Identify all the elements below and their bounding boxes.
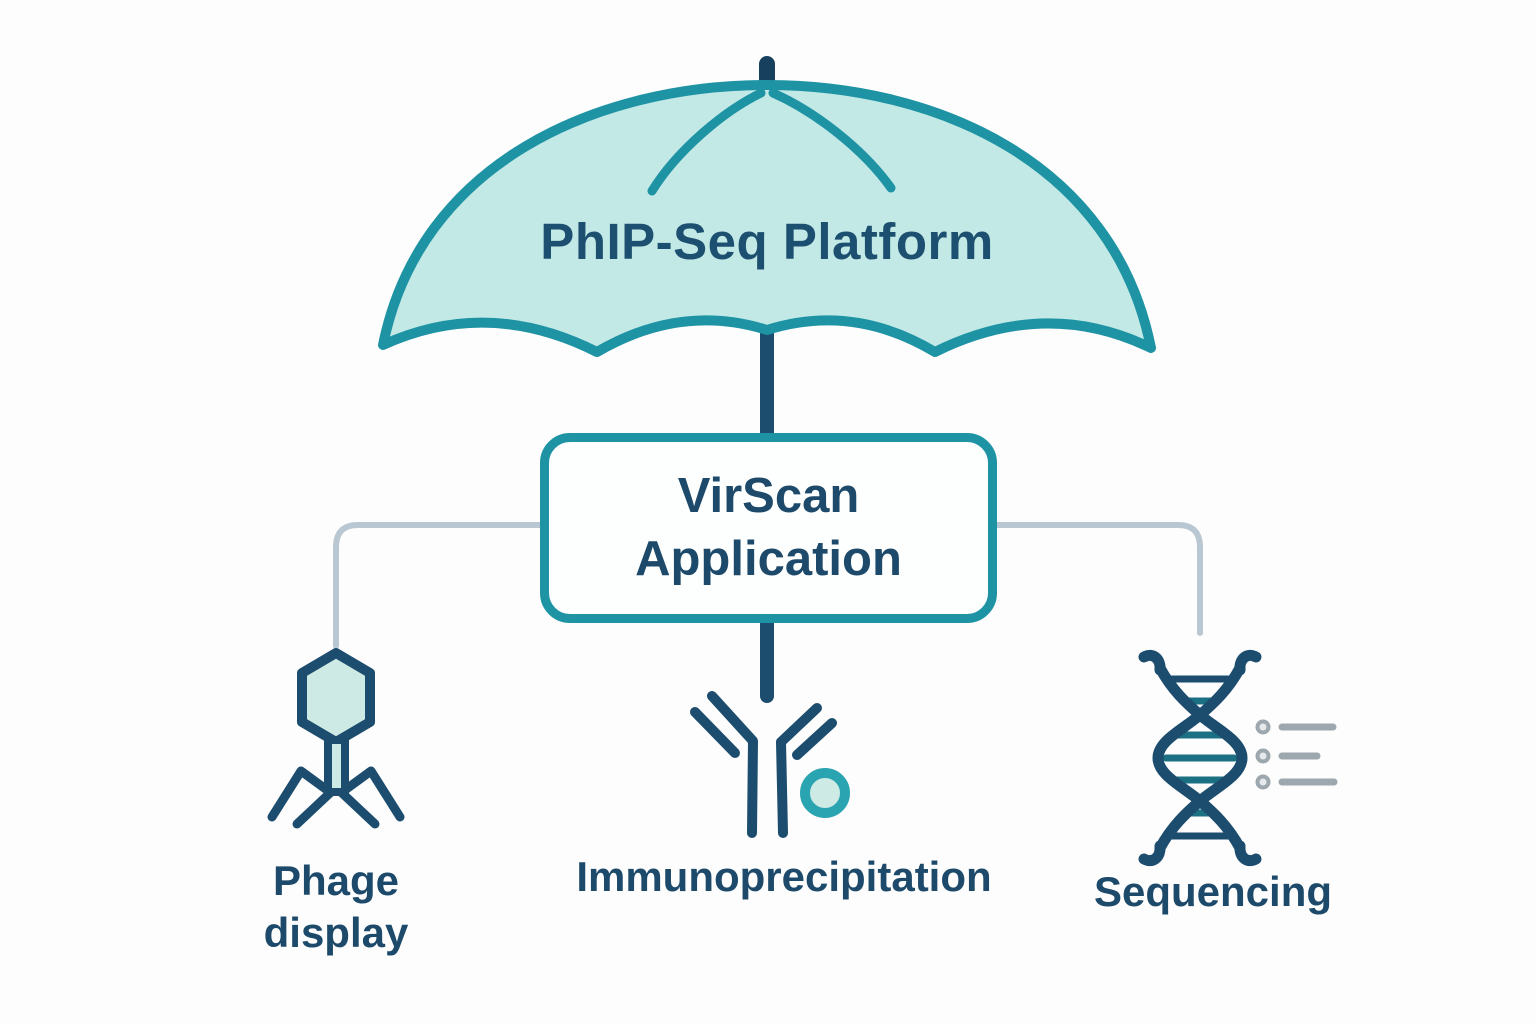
phage-leg: [292, 788, 335, 829]
sequencing-label: Sequencing: [1093, 868, 1333, 915]
umbrella-icon: [378, 80, 1156, 357]
dna-hook: [1138, 649, 1166, 676]
antibody-heavy-chain-left: [707, 691, 758, 838]
phage-leg: [267, 766, 332, 822]
dna-strand-right: [1152, 662, 1246, 854]
antibody-light-chain-right: [792, 718, 837, 760]
phage-display-label: Phage display: [263, 857, 409, 957]
antibody-icon: [690, 691, 850, 838]
phage-leg: [340, 766, 405, 822]
dna-hook: [1234, 649, 1262, 676]
umbrella-canopy: [378, 80, 1156, 357]
dna-helix-icon: [1138, 649, 1262, 867]
phage-tail: [324, 736, 349, 796]
umbrella-rib-right: [768, 88, 896, 193]
list-bullet: [1255, 719, 1271, 735]
sequence-list-icon: [1255, 719, 1338, 790]
antibody-heavy-chain-right: [776, 703, 822, 838]
bacteriophage-icon: [267, 648, 405, 829]
platform-title: PhIP-Seq Platform: [540, 213, 994, 270]
immunoprecipitation-label: Immunoprecipitation: [576, 853, 992, 900]
phage-leg: [337, 788, 380, 829]
list-bullet: [1255, 748, 1271, 764]
connector-right-line: [994, 522, 1203, 636]
connector-left-line: [333, 522, 543, 649]
phage-head: [297, 648, 375, 747]
virscan-application-box: VirScan Application: [540, 433, 997, 623]
list-bullet: [1255, 774, 1271, 790]
dna-strand-left: [1154, 662, 1248, 854]
antibody-light-chain-left: [690, 707, 740, 758]
virscan-box-label: VirScan Application: [635, 469, 902, 586]
antigen-dot: [800, 768, 850, 818]
dna-hook: [1138, 840, 1166, 867]
dna-hook: [1234, 840, 1262, 867]
umbrella-rib-left: [647, 88, 766, 196]
